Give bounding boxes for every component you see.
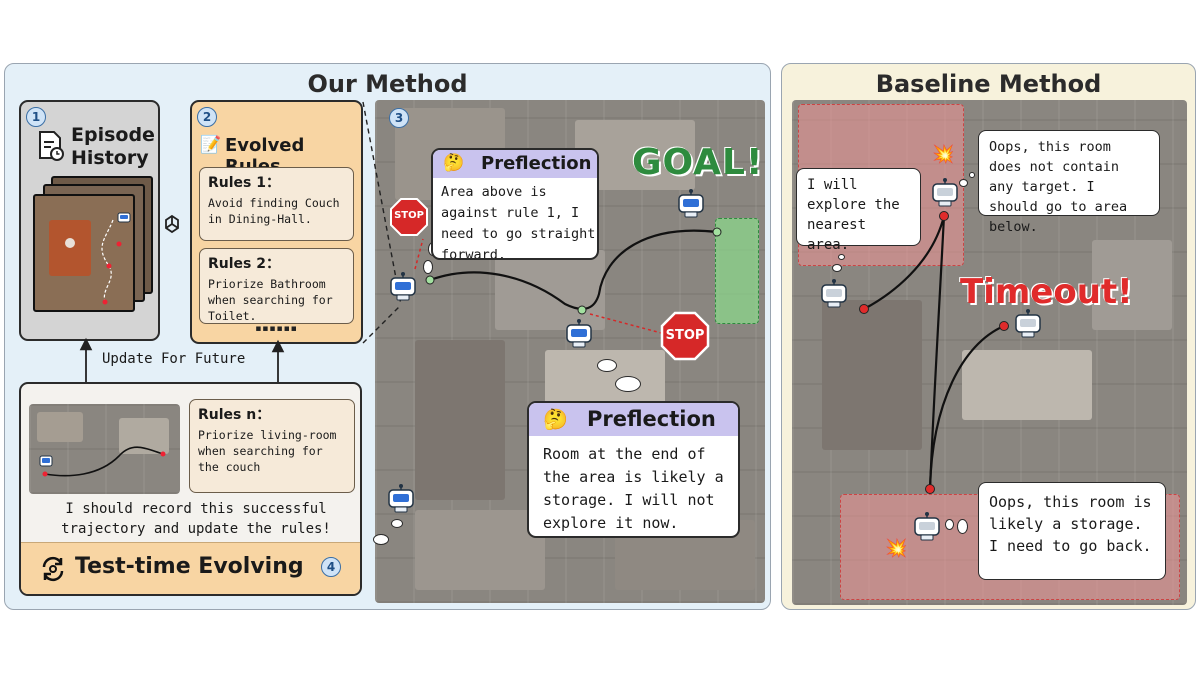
record-trajectory-text: I should record this successful trajecto…: [61, 501, 331, 537]
thought-dot: [615, 376, 641, 392]
robot-icon: [566, 319, 592, 348]
robot-icon: [821, 279, 847, 308]
robot-icon: [932, 178, 958, 207]
baseline-method-panel: Baseline Method: [781, 63, 1196, 610]
robot-icon: [117, 212, 131, 223]
rule-1-card: Rules 1： Avoid finding Couch in Dining-H…: [199, 167, 354, 241]
thinking-face-icon: 🤔: [443, 153, 465, 173]
timeout-label: Timeout!: [960, 272, 1133, 312]
step-1-badge: 1: [26, 107, 46, 127]
episode-history-title: Episode History: [71, 124, 155, 169]
test-time-evolving-box: Rules n： Priorize living-room when searc…: [19, 382, 362, 596]
goal-area: [715, 218, 759, 324]
more-rules-ellipsis: ▪▪▪▪▪▪: [255, 324, 298, 334]
stop-sign-icon: STOP: [660, 311, 710, 361]
baseline-trajectory: [859, 211, 1009, 494]
oops-top-bubble: Oops, this room does not contain any tar…: [978, 130, 1160, 235]
openai-logo-icon: [165, 214, 179, 234]
update-arrows: [79, 337, 285, 384]
rule-n-card: Rules n： Priorize living-room when searc…: [189, 399, 355, 493]
explore-nearest-bubble: I will explore the nearest area.: [796, 168, 921, 253]
rule-2-card: Rules 2： Priorize Bathroom when searchin…: [199, 248, 354, 324]
baseline-method-title: Baseline Method: [875, 70, 1102, 98]
step-3-badge: 3: [389, 108, 409, 128]
test-time-evolving-banner: Test-time Evolving 4: [21, 542, 360, 594]
thinking-face-icon: 🤔: [543, 407, 568, 431]
our-method-panel: Our Method 1 Episode History: [4, 63, 771, 610]
preflection-small-text: Area above is against rule 1, I need to …: [441, 184, 596, 260]
memo-icon: 📝: [200, 135, 222, 155]
thought-dot: [969, 172, 975, 178]
robot-icon: [390, 272, 416, 301]
robot-icon: [388, 484, 414, 513]
goal-label: GOAL!: [632, 142, 764, 183]
robot-icon: [914, 512, 940, 541]
robot-icon: [1015, 309, 1041, 338]
episode-card-front: [33, 194, 135, 312]
preflection-large-header: 🤔 Preflection: [529, 403, 738, 436]
episode-history-box: 1 Episode History: [19, 100, 160, 341]
robot-icon: [678, 189, 704, 218]
thought-dot: [391, 519, 403, 528]
evolved-rules-box: 2 📝 Evolved Rules Rules 1： Avoid finding…: [190, 100, 363, 344]
thought-dot: [597, 359, 617, 372]
stop-sign-icon: STOP: [390, 198, 428, 236]
our-method-title: Our Method: [307, 70, 468, 98]
thought-dot: [945, 519, 954, 530]
thought-dot: [959, 179, 968, 187]
our-trajectory: [414, 227, 722, 335]
thought-dot: [423, 260, 433, 274]
robot-icon: [39, 455, 53, 467]
thought-dot: [832, 264, 842, 272]
step-4-badge: 4: [321, 557, 341, 577]
update-for-future-label: Update For Future: [102, 351, 246, 367]
thought-dot: [957, 519, 968, 534]
document-clock-icon: [39, 131, 64, 161]
preflection-large-box: 🤔 Preflection Room at the end of the are…: [527, 401, 740, 538]
collision-icon: 💥: [885, 538, 908, 559]
collision-icon: 💥: [932, 144, 955, 165]
cycle-gear-icon: [42, 556, 64, 582]
preflection-small-header: 🤔 Preflection: [433, 150, 597, 178]
trajectory-thumbnail: [29, 404, 180, 494]
step-2-badge: 2: [197, 107, 217, 127]
thought-dot: [373, 534, 389, 545]
rules-map-connector: [362, 101, 402, 344]
preflection-small-box: 🤔 Preflection Area above is against rule…: [431, 148, 599, 260]
thought-dot: [838, 254, 845, 260]
oops-bottom-bubble: Oops, this room is likely a storage. I n…: [978, 482, 1166, 580]
preflection-large-text: Room at the end of the area is likely a …: [543, 445, 724, 532]
test-time-evolving-label: Test-time Evolving: [75, 554, 304, 579]
